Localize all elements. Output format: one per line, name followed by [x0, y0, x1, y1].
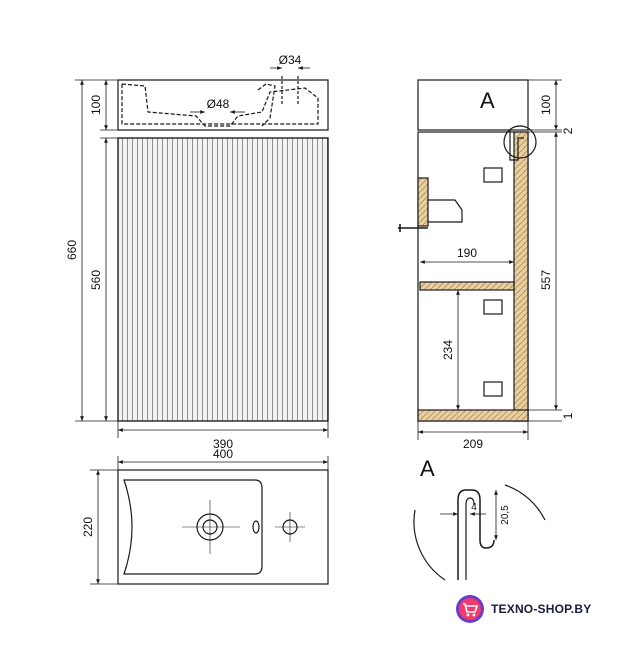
- dim-drain-hole: Ø48: [207, 97, 230, 111]
- detail-dim-lip: 4: [471, 502, 477, 513]
- detail-a-arc-right: [504, 484, 546, 521]
- side-dim-shelf-height: 234: [441, 340, 455, 360]
- side-cabinet: [417, 131, 529, 422]
- detail-hook-profile: [457, 489, 495, 580]
- side-dim-inner-height: 557: [539, 270, 553, 290]
- dim-cabinet-height: 560: [89, 270, 103, 290]
- bracket-top: [483, 167, 503, 183]
- shopping-cart-icon: [456, 595, 484, 623]
- side-view: [398, 79, 537, 422]
- dim-tap-hole: Ø34: [279, 53, 302, 67]
- side-dim-shelf-width: 190: [457, 246, 477, 260]
- watermark-text: TEXNO-SHOP.BY: [491, 602, 592, 616]
- detail-a-circle: [503, 125, 537, 159]
- front-view: [117, 76, 329, 422]
- front-dimensions: [75, 66, 329, 438]
- detail-a-view: [413, 484, 546, 581]
- overflow-channel: [257, 83, 276, 127]
- hook-detail-a: [509, 130, 524, 161]
- cabinet-fluted-front: [117, 137, 329, 422]
- wall-screw: [398, 224, 428, 232]
- detail-a-title: A: [420, 456, 435, 481]
- basin-inner-contour: [121, 83, 319, 127]
- dim-cabinet-width: 390: [213, 437, 233, 451]
- bracket-low: [483, 381, 503, 397]
- wall-bracket: [417, 177, 429, 227]
- side-dim-gap-bottom: 1: [561, 412, 575, 419]
- watermark: TEXNO-SHOP.BY: [455, 591, 635, 627]
- top-dim-width: 400: [213, 447, 233, 461]
- overflow-slot: [252, 520, 260, 534]
- top-dim-depth: 220: [81, 517, 95, 537]
- top-dimensions: [90, 456, 329, 585]
- cabinet-outline: [117, 137, 329, 422]
- side-dim-gap-top: 2: [561, 127, 575, 134]
- detail-label-a: A: [480, 88, 495, 113]
- side-basin: [417, 79, 529, 131]
- basin-outline: [117, 79, 329, 131]
- detail-dimensions: [440, 490, 498, 540]
- side-dimensions: [417, 79, 562, 440]
- top-bowl: [123, 479, 263, 575]
- back-panel: [513, 131, 529, 422]
- hanging-bracket: [427, 199, 463, 223]
- detail-hook-inner: [465, 497, 475, 580]
- dim-basin-height: 100: [89, 95, 103, 115]
- detail-dim-height: 20,5: [500, 505, 511, 525]
- dim-total-height: 660: [65, 240, 79, 260]
- bracket-mid: [483, 299, 503, 315]
- side-dim-depth: 209: [463, 437, 483, 451]
- side-dim-basin-height: 100: [539, 95, 553, 115]
- bottom-panel: [417, 409, 529, 422]
- shelf-panel: [419, 281, 515, 291]
- detail-a-arc: [413, 509, 446, 581]
- top-view: [117, 469, 329, 585]
